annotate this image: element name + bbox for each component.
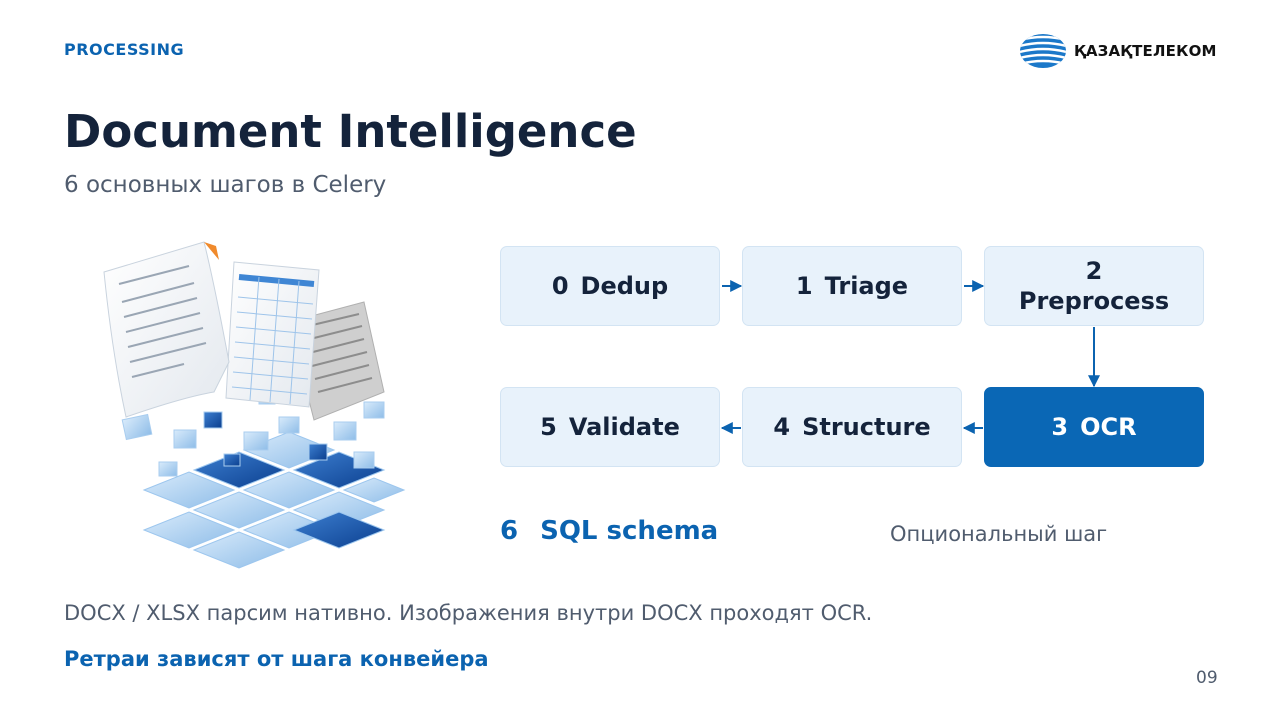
step-dedup: 0 Dedup [500, 246, 720, 326]
optional-step-label: SQL schema [540, 516, 719, 546]
step-label: Triage [824, 272, 909, 300]
step-number: 2 [1085, 257, 1103, 285]
company-logo: ҚАЗАҚТЕЛЕКОМ [1018, 33, 1223, 69]
step-number: 5 [540, 413, 557, 441]
page-title: Document Intelligence [64, 105, 637, 158]
step-label: OCR [1080, 413, 1137, 441]
step-ocr: 3 OCR [984, 387, 1204, 467]
step-label: Structure [802, 413, 931, 441]
step-structure: 4 Structure [742, 387, 962, 467]
step-label: Preprocess [1018, 287, 1170, 315]
footnote: DOCX / XLSX парсим нативно. Изображения … [64, 601, 873, 625]
step-label: Dedup [580, 272, 669, 300]
optional-step: 6 SQL schema [500, 516, 718, 546]
step-number: 1 [795, 272, 813, 300]
footnote-emphasis: Ретраи зависят от шага конвейера [64, 647, 489, 671]
step-label: Validate [568, 413, 680, 441]
step-number: 4 [773, 413, 791, 441]
documents-illustration [103, 241, 406, 569]
page-subtitle: 6 основных шагов в Celery [64, 172, 387, 198]
step-number: 3 [1051, 413, 1069, 441]
optional-step-number: 6 [500, 516, 519, 546]
optional-step-note: Опциональный шаг [890, 522, 1108, 546]
globe-logo-icon [1020, 34, 1066, 68]
floating-tiles [121, 389, 385, 477]
step-triage: 1 Triage [742, 246, 962, 326]
text-document [103, 241, 230, 418]
tile-grid [142, 431, 406, 569]
step-validate: 5 Validate [500, 387, 720, 467]
logo-wordmark: ҚАЗАҚТЕЛЕКОМ [1074, 42, 1217, 60]
step-preprocess: 2 Preprocess [984, 246, 1204, 326]
spreadsheet-document [225, 261, 320, 408]
page-number: 09 [1196, 668, 1218, 688]
section-label: PROCESSING [64, 40, 185, 59]
step-number: 0 [551, 272, 569, 300]
